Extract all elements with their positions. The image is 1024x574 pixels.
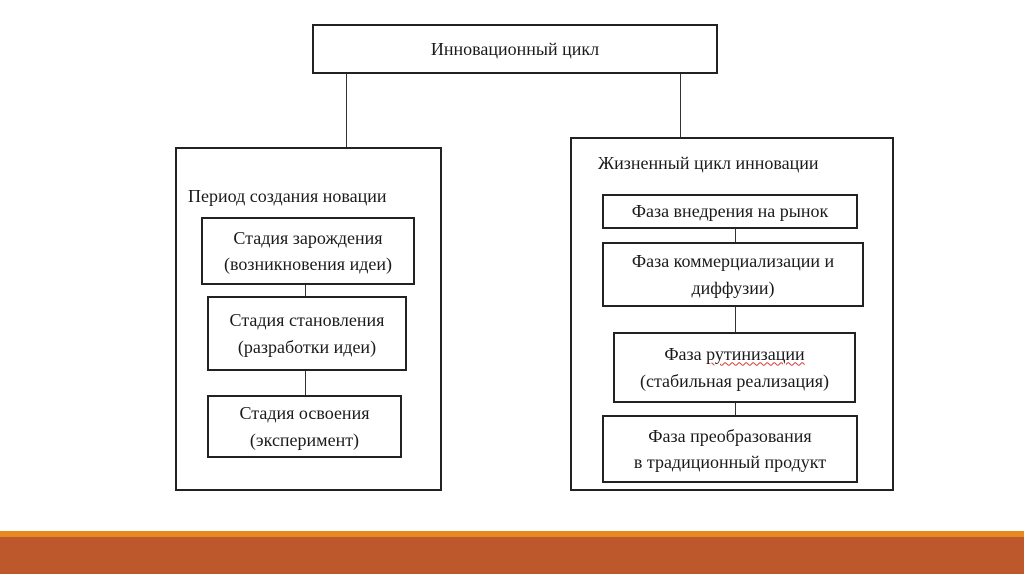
right-group-title: Жизненный цикл инновации <box>598 153 819 173</box>
stage-line: (возникновения идеи) <box>224 254 392 274</box>
connector-root-right <box>680 74 681 138</box>
right-group-life-cycle <box>570 137 894 491</box>
stage-mastering: Стадия освоения (эксперимент) <box>207 395 402 458</box>
stage-origin: Стадия зарождения (возникновения идеи) <box>201 217 415 285</box>
phase-line: (стабильная реализация) <box>639 370 830 391</box>
phase-transformation: Фаза преобразования в традиционный продук… <box>602 415 858 483</box>
phase-line: диффузии) <box>691 277 775 298</box>
phase-commercialization: Фаза коммерциализации и диффузии) <box>602 242 864 307</box>
phase-line: Фаза рутинизации <box>640 341 829 367</box>
stage-line: Стадия становления <box>229 310 385 331</box>
stage-line: Стадия освоения <box>239 403 370 424</box>
stage-line: Стадия зарождения <box>233 227 383 248</box>
connector <box>735 307 736 332</box>
phase-line: в традиционный продукт <box>633 452 827 472</box>
phase-word: рутинизации <box>706 344 805 365</box>
connector <box>735 229 736 242</box>
connector <box>305 371 306 395</box>
footer-stripe <box>0 531 1024 537</box>
stage-formation: Стадия становления (разработки идеи) <box>207 296 407 371</box>
phase-line: Фаза коммерциализации и <box>631 251 835 272</box>
connector <box>735 403 736 415</box>
left-group-creation-period <box>175 147 442 491</box>
stage-line: (эксперимент) <box>249 429 360 450</box>
footer-bar <box>0 537 1024 574</box>
phase-line: Фаза внедрения на рынок <box>631 201 829 222</box>
left-group-title: Период создания новации <box>188 186 387 206</box>
stage-line: (разработки идеи) <box>237 336 377 357</box>
phase-line: Фаза преобразования <box>648 425 812 446</box>
connector-root-left <box>346 74 347 148</box>
root-box-innovation-cycle: Инновационный цикл <box>312 24 718 74</box>
phase-market-entry: Фаза внедрения на рынок <box>602 194 858 229</box>
root-label: Инновационный цикл <box>430 38 600 59</box>
phase-word: Фаза <box>664 344 707 365</box>
phase-routinization: Фаза рутинизации (стабильная реализация) <box>613 332 856 403</box>
connector <box>305 285 306 296</box>
